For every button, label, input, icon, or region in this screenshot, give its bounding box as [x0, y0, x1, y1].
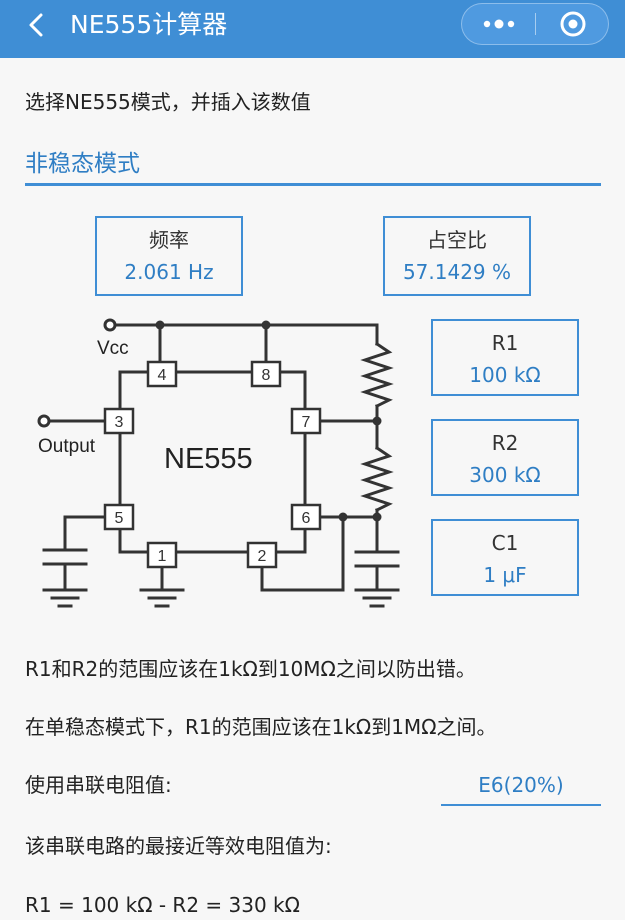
chip-label: NE555: [164, 443, 253, 475]
r1-value: 100 kΩ: [469, 363, 541, 387]
duty-cycle-value: 57.1429 %: [402, 260, 512, 284]
c1-input-box[interactable]: C1 1 μF: [431, 519, 579, 596]
r1-input-box[interactable]: R1 100 kΩ: [431, 319, 579, 396]
pin-2-label: 2: [258, 548, 267, 565]
top-bar: NE555计算器: [0, 0, 625, 58]
series-label: 使用串联电阻值:: [25, 773, 172, 797]
series-select-value: E6(20%): [478, 773, 564, 797]
more-icon[interactable]: [462, 4, 536, 44]
mini-program-capsule: [461, 3, 609, 45]
instruction-text: 选择NE555模式，并插入该数值: [25, 90, 311, 114]
series-select[interactable]: E6(20%): [441, 770, 601, 806]
range-note: R1和R2的范围应该在1kΩ到10MΩ之间以防出错。: [25, 657, 476, 681]
r2-label: R2: [491, 431, 519, 455]
vcc-label: Vcc: [97, 338, 129, 359]
r2-input-box[interactable]: R2 300 kΩ: [431, 419, 579, 496]
duty-cycle-label: 占空比: [427, 228, 487, 252]
c1-label: C1: [491, 531, 519, 555]
frequency-value: 2.061 Hz: [124, 260, 214, 284]
closest-value-label: 该串联电路的最接近等效电阻值为:: [25, 834, 332, 858]
closest-value-result: R1 = 100 kΩ - R2 = 330 kΩ: [25, 893, 300, 917]
pin-8-label: 8: [262, 367, 271, 384]
frequency-result-box: 频率 2.061 Hz: [95, 216, 243, 296]
monostable-note: 在单稳态模式下，R1的范围应该在1kΩ到1MΩ之间。: [25, 715, 497, 739]
section-underline: [25, 183, 601, 186]
section-title: 非稳态模式: [25, 151, 140, 177]
page-title: NE555计算器: [70, 10, 228, 39]
frequency-label: 频率: [149, 228, 189, 252]
ne555-circuit-diagram: 4 8 3 7 5 6 1 2 Vcc Output NE555: [37, 318, 400, 608]
pin-1-label: 1: [158, 548, 167, 565]
pin-6-label: 6: [302, 510, 311, 527]
pin-3-label: 3: [115, 414, 124, 431]
close-icon[interactable]: [536, 4, 610, 44]
output-label: Output: [38, 436, 96, 457]
pin-5-label: 5: [115, 510, 124, 527]
pin-4-label: 4: [158, 367, 167, 384]
duty-cycle-result-box: 占空比 57.1429 %: [383, 216, 531, 296]
r2-value: 300 kΩ: [469, 463, 541, 487]
series-select-underline: [441, 804, 601, 806]
back-icon[interactable]: [22, 10, 52, 40]
c1-value: 1 μF: [483, 563, 527, 587]
pin-7-label: 7: [302, 414, 311, 431]
capsule-divider: [535, 13, 536, 35]
r1-label: R1: [491, 331, 519, 355]
